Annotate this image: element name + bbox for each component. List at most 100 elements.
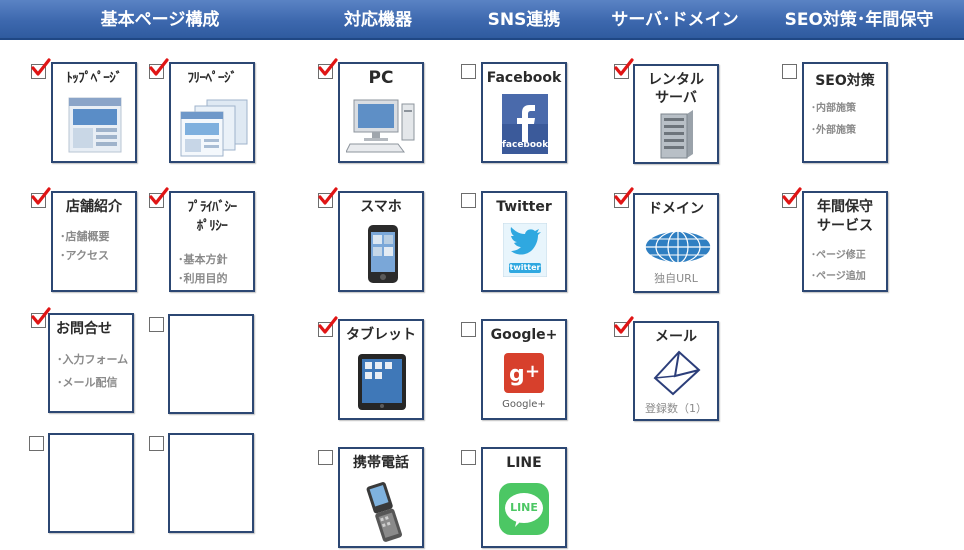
checkbox-contact[interactable] <box>31 307 51 328</box>
card-title-line1: レンタル <box>648 72 704 88</box>
red-check-icon <box>318 58 338 76</box>
checkbox-blank-3[interactable] <box>149 436 164 451</box>
card-note-custom-url: 独自URL <box>654 272 698 285</box>
website-screenshot-icon <box>67 94 125 156</box>
checkbox-twitter[interactable] <box>461 193 476 208</box>
card-item-external-measures: ･外部施策 <box>811 125 856 136</box>
card-tablet[interactable]: タブレット <box>338 319 424 420</box>
smartphone-icon <box>366 223 400 285</box>
red-check-icon <box>318 316 338 334</box>
card-rental-server[interactable]: レンタル サーバ <box>633 64 719 164</box>
checkbox-tablet[interactable] <box>318 316 338 337</box>
card-item-page-revision: ･ページ修正 <box>811 250 866 261</box>
card-blank-3[interactable] <box>168 433 254 533</box>
twitter-logo-text: twitter <box>509 263 541 272</box>
card-contact[interactable]: お問合せ ･入力フォーム ･メール配信 <box>48 313 134 413</box>
checkbox-googleplus[interactable] <box>461 322 476 337</box>
card-title: Google+ <box>490 327 558 343</box>
red-check-icon <box>782 187 802 205</box>
card-title: 携帯電話 <box>353 455 409 471</box>
red-check-icon <box>614 316 634 334</box>
card-store-intro[interactable]: 店舗紹介 ･店舗概要 ･アクセス <box>51 191 137 292</box>
card-title: 店舗紹介 <box>66 199 122 215</box>
red-check-icon <box>31 307 51 325</box>
card-title: PC <box>368 68 394 88</box>
card-title: ﾄｯﾌﾟﾍﾟｰｼﾞ <box>66 71 122 86</box>
card-item-input-form: ･入力フォーム <box>57 353 129 366</box>
card-note-mail-count: 登録数（1） <box>645 402 707 415</box>
card-domain[interactable]: ドメイン 独自URL <box>633 193 719 293</box>
header-bar: 基本ページ構成 対応機器 SNS連携 サーバ･ドメイン SEO対策･年間保守 <box>0 0 964 40</box>
card-seo[interactable]: SEO対策 ･内部施策 ･外部施策 <box>802 62 888 163</box>
card-title: ﾌﾘｰﾍﾟｰｼﾞ <box>187 71 238 86</box>
card-title: SEO対策 <box>815 73 875 89</box>
card-title-line2: サーバ <box>655 90 697 106</box>
checkbox-store-intro[interactable] <box>31 187 51 208</box>
svg-text:g: g <box>509 362 525 387</box>
card-twitter[interactable]: Twitter twitter <box>481 191 567 292</box>
checkbox-domain[interactable] <box>614 187 634 208</box>
card-privacy-policy[interactable]: ﾌﾟﾗｲﾊﾞｼｰ ﾎﾟﾘｼｰ ･基本方針 ･利用目的 <box>169 191 255 292</box>
card-mail[interactable]: メール 登録数（1） <box>633 321 719 421</box>
card-title-line2: ﾎﾟﾘｼｰ <box>196 219 228 234</box>
card-facebook[interactable]: Facebook facebook <box>481 62 567 163</box>
column-title-seo: SEO対策･年間保守 <box>784 10 934 30</box>
card-title: Facebook <box>486 70 562 86</box>
card-item-store-overview: ･店舗概要 <box>60 230 110 243</box>
checkbox-free-page[interactable] <box>149 58 169 79</box>
card-title: LINE <box>506 455 542 471</box>
card-blank-2[interactable] <box>48 433 134 533</box>
checkbox-privacy-policy[interactable] <box>149 187 169 208</box>
card-annual-maintenance[interactable]: 年間保守 サービス ･ページ修正 ･ページ追加 <box>802 191 888 292</box>
card-title: Twitter <box>496 199 552 215</box>
checkbox-pc[interactable] <box>318 58 338 79</box>
envelope-icon <box>653 350 703 396</box>
checkbox-facebook[interactable] <box>461 64 476 79</box>
card-mobile-phone[interactable]: 携帯電話 <box>338 447 424 548</box>
red-check-icon <box>31 187 51 205</box>
line-logo-icon: LINE <box>499 483 549 535</box>
card-item-internal-measures: ･内部施策 <box>811 103 856 114</box>
checkbox-smartphone[interactable] <box>318 187 338 208</box>
card-smartphone[interactable]: スマホ <box>338 191 424 292</box>
line-logo-text: LINE <box>510 501 538 514</box>
column-title-sns: SNS連携 <box>487 10 561 30</box>
card-free-page[interactable]: ﾌﾘｰﾍﾟｰｼﾞ <box>169 62 255 163</box>
checkbox-rental-server[interactable] <box>614 58 634 79</box>
red-check-icon <box>31 58 51 76</box>
red-check-icon <box>318 187 338 205</box>
card-item-basic-policy: ･基本方針 <box>178 253 228 266</box>
card-item-mail-delivery: ･メール配信 <box>57 376 118 389</box>
globe-icon <box>643 229 713 265</box>
facebook-logo-text: facebook <box>502 140 549 150</box>
column-title-device: 対応機器 <box>344 10 412 30</box>
googleplus-logo-text: Google+ <box>502 399 546 410</box>
flip-phone-icon <box>362 479 406 543</box>
tablet-icon <box>356 352 408 412</box>
card-title: メール <box>655 329 697 345</box>
card-item-page-addition: ･ページ追加 <box>811 271 866 282</box>
checkbox-blank-2[interactable] <box>29 436 44 451</box>
card-pc[interactable]: PC <box>338 62 424 163</box>
red-check-icon <box>614 187 634 205</box>
checkbox-line[interactable] <box>461 450 476 465</box>
checkbox-annual-maintenance[interactable] <box>782 187 802 208</box>
checkbox-blank-1[interactable] <box>149 317 164 332</box>
checkbox-mail[interactable] <box>614 316 634 337</box>
card-title-line1: 年間保守 <box>817 199 873 215</box>
card-title: スマホ <box>360 199 402 215</box>
card-top-page[interactable]: ﾄｯﾌﾟﾍﾟｰｼﾞ <box>51 62 137 163</box>
card-title: タブレット <box>346 327 416 343</box>
checkbox-top-page[interactable] <box>31 58 51 79</box>
card-title: お問合せ <box>56 321 112 337</box>
website-pages-icon <box>177 94 251 160</box>
checkbox-mobile-phone[interactable] <box>318 450 333 465</box>
twitter-logo-icon: twitter <box>503 223 547 277</box>
column-title-basic: 基本ページ構成 <box>100 10 220 30</box>
checkbox-seo[interactable] <box>782 64 797 79</box>
svg-text:+: + <box>525 361 540 382</box>
card-blank-1[interactable] <box>168 314 254 414</box>
googleplus-logo-icon: g + <box>504 353 544 393</box>
card-googleplus[interactable]: Google+ g + Google+ <box>481 319 567 420</box>
card-line[interactable]: LINE LINE <box>481 447 567 548</box>
